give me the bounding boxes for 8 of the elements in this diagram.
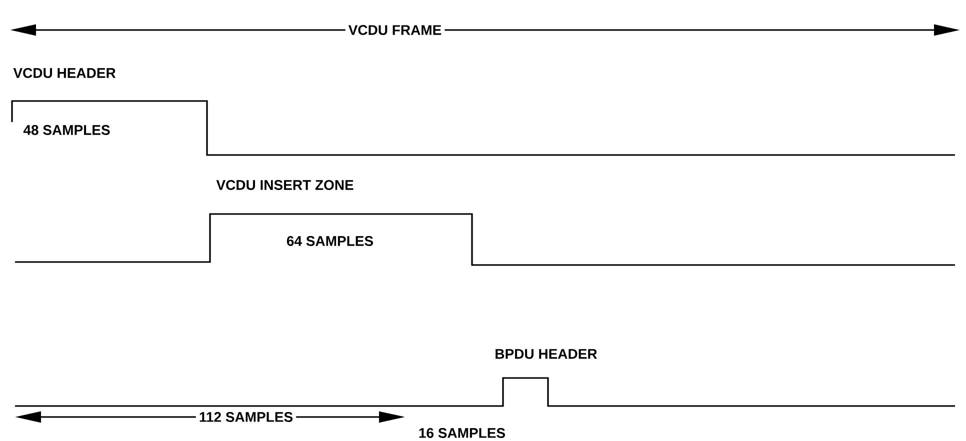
signal-label: 16 SAMPLES bbox=[415, 425, 509, 441]
signal-label: VCDU HEADER bbox=[10, 65, 119, 81]
signal-label: BPDU HEADER bbox=[492, 346, 600, 362]
dimension-label: VCDU FRAME bbox=[345, 22, 445, 38]
signal-label: 64 SAMPLES bbox=[283, 233, 377, 249]
dimension-label: 112 SAMPLES bbox=[196, 409, 296, 425]
signal-label: 48 SAMPLES bbox=[20, 122, 114, 138]
signal-label: VCDU INSERT ZONE bbox=[213, 177, 357, 193]
